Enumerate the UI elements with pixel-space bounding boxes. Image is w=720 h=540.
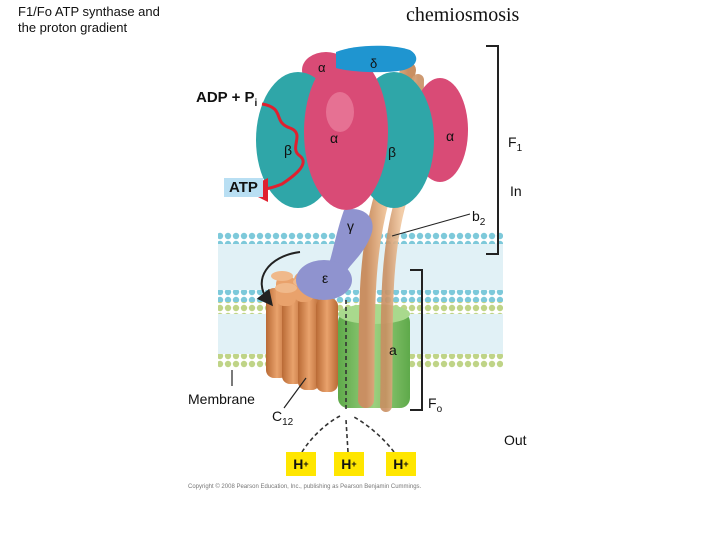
b2-label: b2 [472, 208, 485, 228]
b2-text: b [472, 208, 480, 224]
proton-symbol: H [293, 456, 304, 472]
f1-bracket [486, 45, 499, 255]
in-label: In [510, 183, 522, 199]
alpha-label-top: α [318, 60, 326, 75]
c12-leader [283, 377, 307, 409]
epsilon-subunit [296, 260, 352, 300]
proton-charge: + [351, 459, 357, 469]
c12-text: C [272, 408, 283, 424]
beta-label-left: β [284, 142, 293, 158]
proton-box: H+ [386, 452, 416, 476]
c12-subscript: 12 [282, 416, 294, 428]
beta-label-right: β [388, 144, 397, 160]
membrane-label: Membrane [188, 391, 255, 407]
proton-box: H+ [334, 452, 364, 476]
atp-synthesis-arrow [244, 102, 305, 202]
adp-text: ADP + P [196, 89, 255, 106]
proton-charge: + [303, 459, 309, 469]
proton-path [301, 300, 395, 453]
proton-symbol: H [393, 456, 404, 472]
alpha-label-center: α [330, 130, 339, 146]
atp-label: ATP [224, 178, 263, 197]
fo-bracket [410, 269, 423, 411]
proton-box: H+ [286, 452, 316, 476]
proton-symbol: H [341, 456, 352, 472]
adp-pi-label: ADP + Pi [196, 89, 257, 109]
diagram-title: F1/Fo ATP synthase and the proton gradie… [18, 4, 160, 35]
fo-subscript: o [436, 403, 443, 415]
copyright-notice: Copyright © 2008 Pearson Education, Inc.… [188, 484, 422, 490]
proton-charge: + [403, 459, 409, 469]
f1-label: F1 [508, 134, 522, 154]
pi-subscript: i [254, 98, 258, 109]
b2-leader [391, 213, 471, 237]
f1-text: F [508, 134, 517, 150]
c12-label: C12 [272, 408, 293, 428]
fo-label: Fo [428, 395, 442, 415]
rotation-arrow [256, 251, 301, 307]
fo-text: F [428, 395, 437, 411]
alpha-label-right: α [446, 128, 455, 144]
delta-subunit [336, 45, 417, 73]
a-subunit-label: a [389, 342, 397, 358]
delta-label: δ [370, 56, 378, 71]
f1-head [256, 45, 468, 210]
f1-subscript: 1 [516, 142, 523, 154]
gamma-label: γ [347, 218, 354, 234]
topic-title: chemiosmosis [406, 4, 520, 26]
out-label: Out [504, 432, 527, 448]
b2-subscript: 2 [479, 216, 486, 228]
epsilon-label: ε [322, 270, 329, 286]
